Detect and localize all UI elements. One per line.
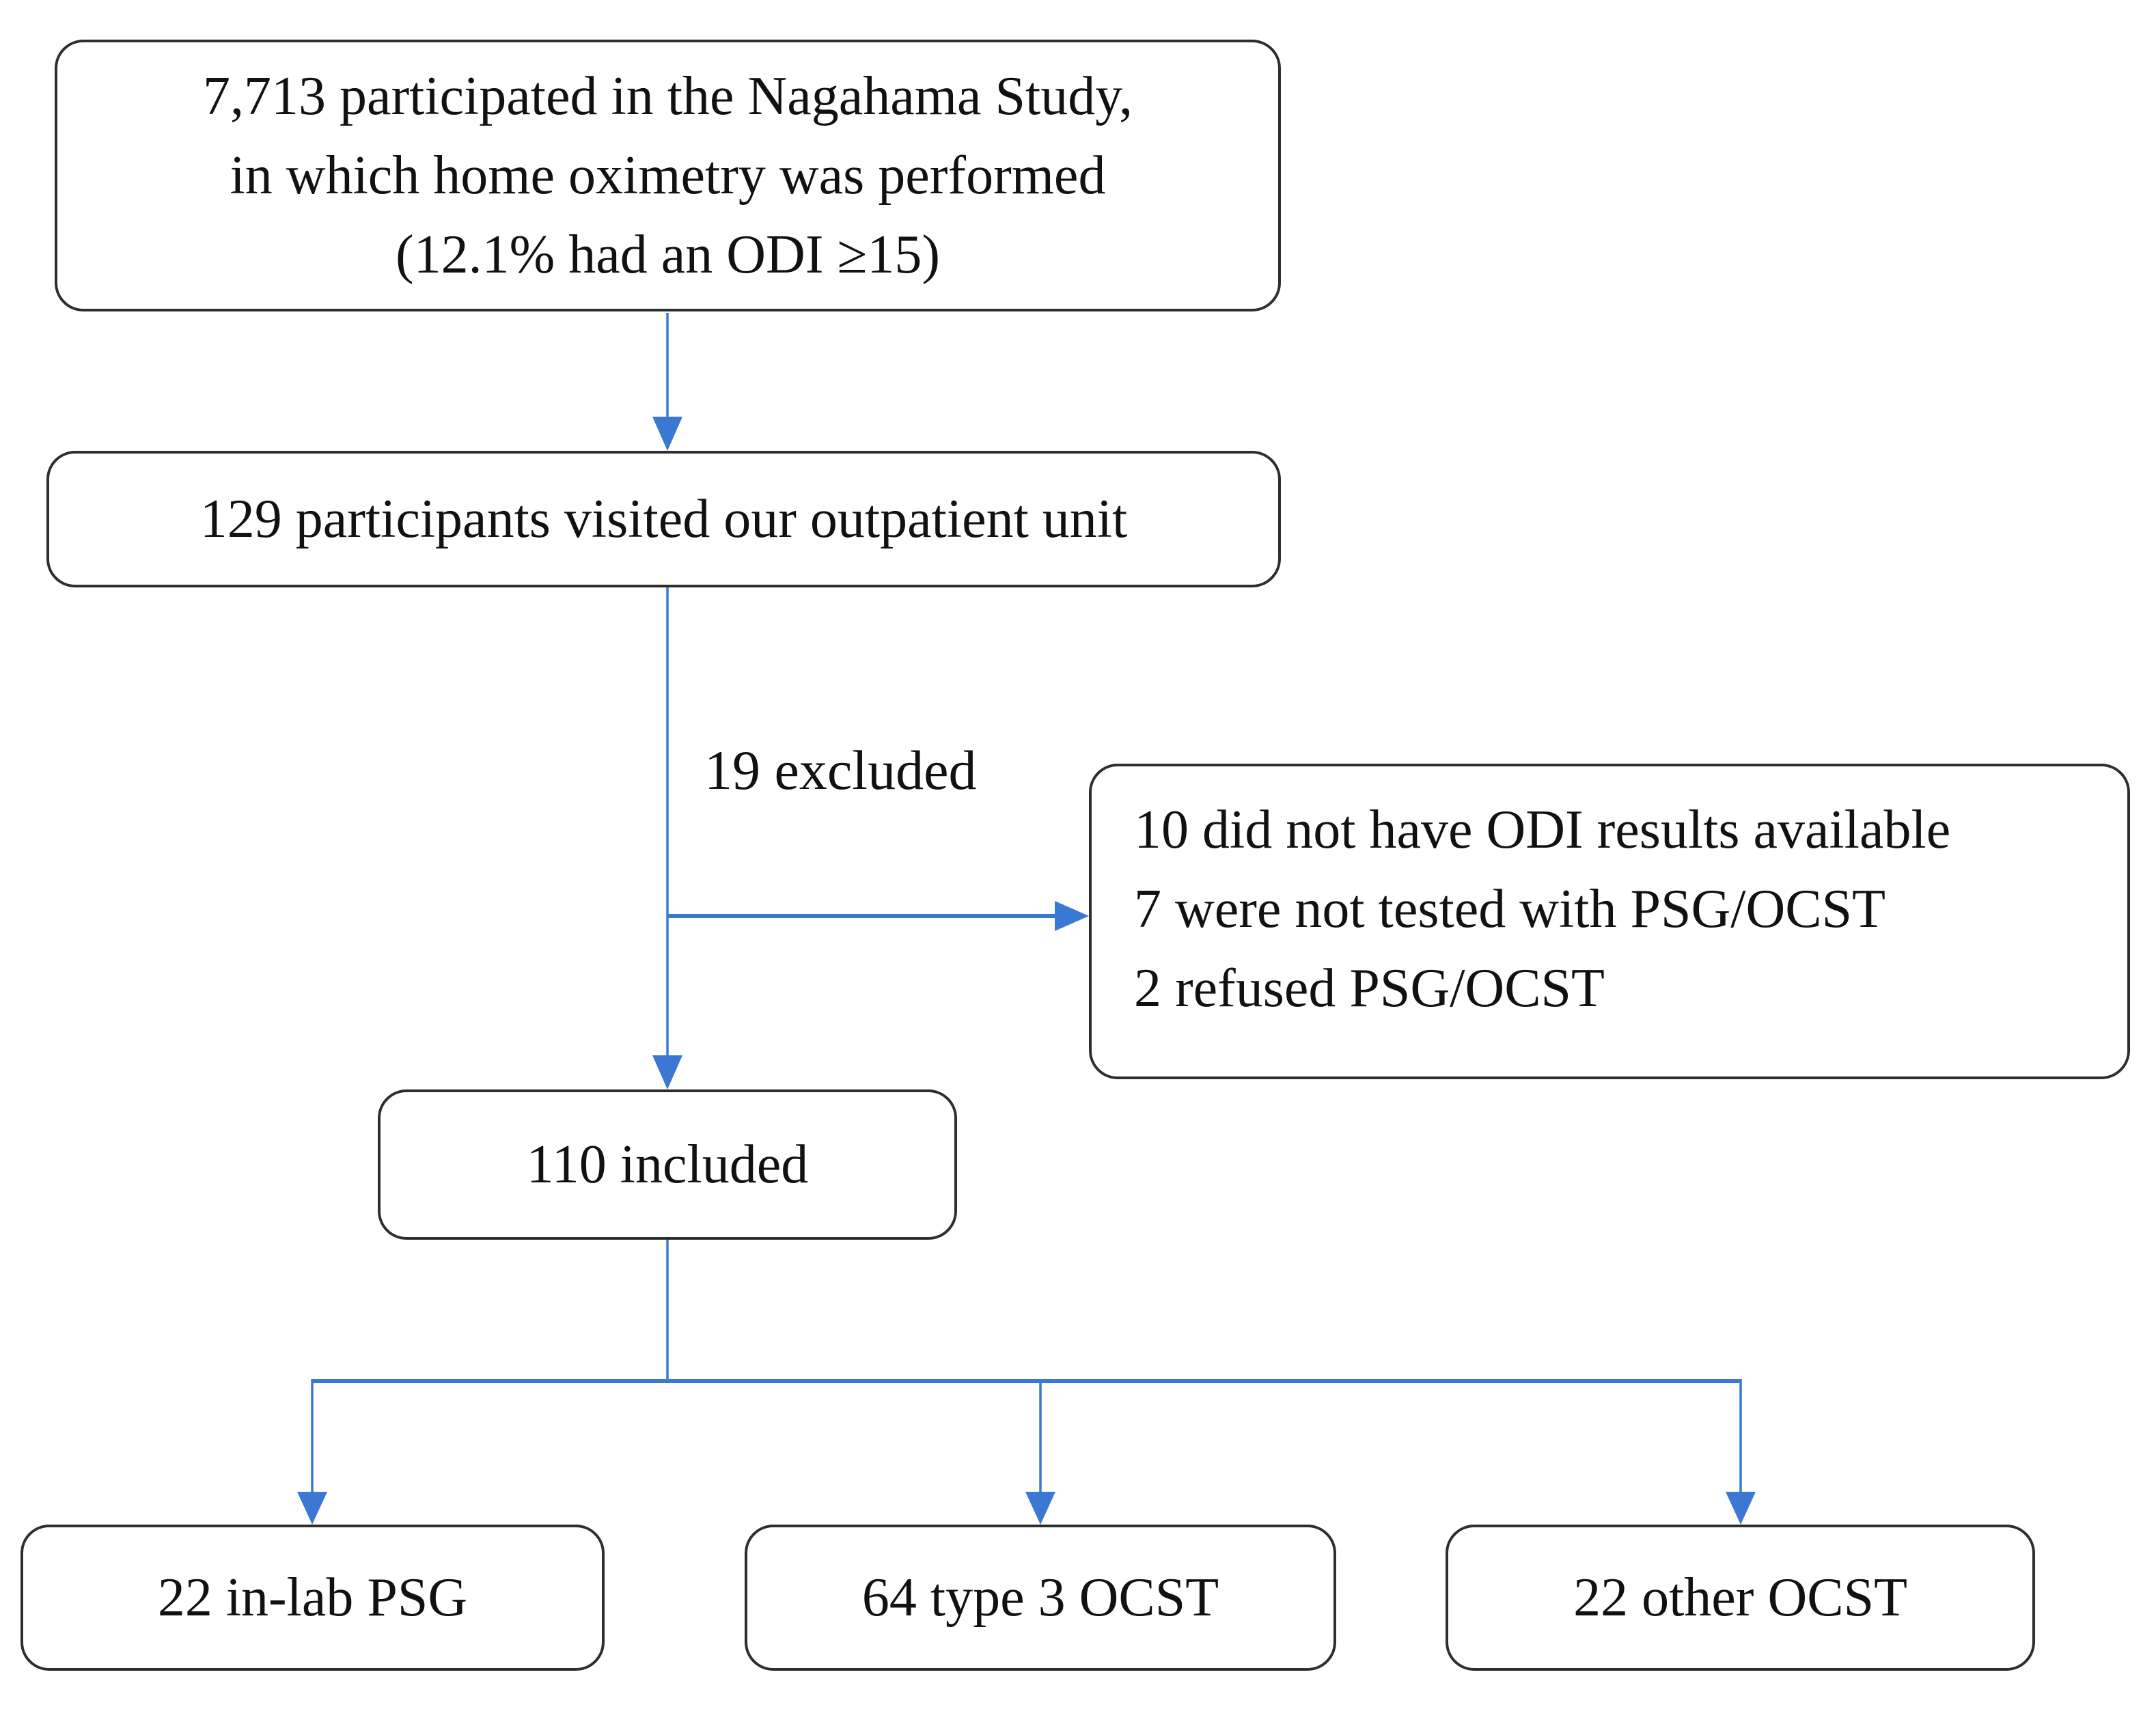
enrollment-line-2: in which home oximetry was performed: [230, 145, 1106, 206]
exclusion-reason-line-2: 7 were not tested with PSG/OCST: [1134, 879, 1885, 939]
arm-other-ocst-text: 22 other OCST: [1573, 1568, 1907, 1628]
node-arm-type3-ocst: 64 type 3 OCST: [745, 1525, 1336, 1671]
arrowhead-exclusions: [1055, 901, 1089, 931]
node-enrollment: 7,713 participated in the Nagahama Study…: [55, 40, 1281, 311]
arrowhead-type3-ocst: [1025, 1492, 1055, 1525]
arrowhead-psg: [297, 1492, 327, 1525]
node-outpatient: 129 participants visited our outpatient …: [46, 451, 1281, 587]
enrollment-line-3: (12.1% had an ODI ≥15): [395, 225, 941, 285]
node-arm-inlab-psg: 22 in-lab PSG: [20, 1525, 605, 1671]
exclusion-reason-line-3: 2 refused PSG/OCST: [1134, 958, 1605, 1018]
label-excluded-count: 19 excluded: [704, 739, 977, 801]
node-included: 110 included: [378, 1089, 957, 1240]
included-text: 110 included: [526, 1135, 809, 1195]
arrowhead-other-ocst: [1726, 1492, 1756, 1525]
arm-type3-ocst-text: 64 type 3 OCST: [861, 1568, 1219, 1628]
node-exclusions: 10 did not have ODI results available 7 …: [1089, 764, 2130, 1079]
arrowhead-outpatient: [652, 417, 682, 451]
enrollment-line-1: 7,713 participated in the Nagahama Study…: [202, 66, 1133, 126]
node-arm-other-ocst: 22 other OCST: [1446, 1525, 2035, 1671]
arm-inlab-psg-text: 22 in-lab PSG: [157, 1568, 468, 1628]
arrowhead-included: [652, 1055, 682, 1089]
exclusion-reason-line-1: 10 did not have ODI results available: [1134, 800, 1951, 860]
outpatient-text: 129 participants visited our outpatient …: [199, 489, 1128, 549]
